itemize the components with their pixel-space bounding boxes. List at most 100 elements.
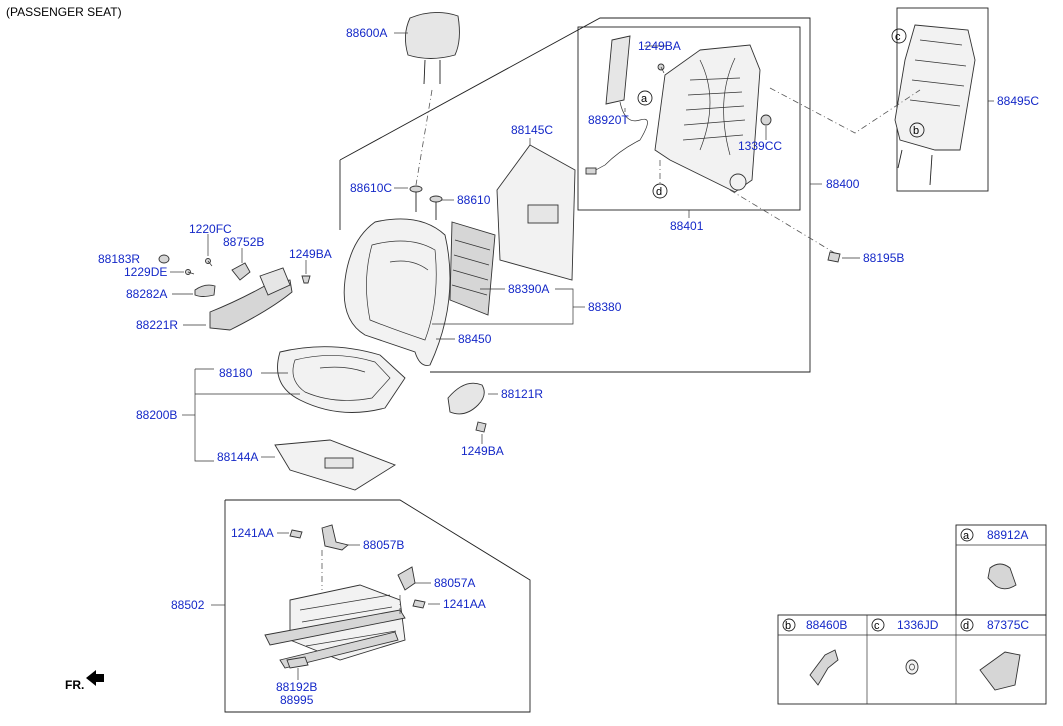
- callout-c-cover: [891, 28, 907, 44]
- legend-letter-c: c: [874, 620, 880, 632]
- seat-back-cover: [894, 24, 976, 186]
- label-88502[interactable]: 88502: [171, 598, 205, 612]
- callout-c-cover-letter: c: [895, 31, 901, 43]
- label-88610C[interactable]: 88610C: [350, 181, 392, 195]
- label-88995[interactable]: 88995: [280, 693, 314, 707]
- bolt-1249BA-top: [657, 63, 665, 74]
- grommet-1336JD-icon: [905, 659, 919, 675]
- label-1249BA-low[interactable]: 1249BA: [461, 444, 504, 458]
- screw-1229DE: [185, 269, 195, 275]
- legend-callout-a: [960, 528, 974, 542]
- label-1249BA-left[interactable]: 1249BA: [289, 247, 332, 261]
- legend-letter-d: d: [963, 620, 969, 632]
- airbag-module: [585, 35, 648, 175]
- handle-88192B: [286, 656, 309, 669]
- legend-letter-a: a: [963, 530, 970, 542]
- label-88920T[interactable]: 88920T: [588, 113, 629, 127]
- knob-88282A: [194, 284, 216, 297]
- seat-pad-88144A: [274, 439, 397, 491]
- legend-part-a[interactable]: 88912A: [987, 528, 1028, 542]
- legend-callout-b: [782, 618, 796, 632]
- front-direction-label: FR.: [65, 678, 84, 692]
- leader-88200B-bracket: [194, 369, 214, 462]
- seatback-frame: [654, 44, 772, 193]
- track-assembly-box: [224, 499, 531, 713]
- label-88390A[interactable]: 88390A: [508, 282, 549, 296]
- clip-88460B-icon: [809, 649, 839, 686]
- legend-table: [777, 524, 1047, 705]
- seat-cushion: [277, 346, 406, 413]
- leader-88380-bracket: [432, 288, 574, 325]
- label-88195B[interactable]: 88195B: [863, 251, 904, 265]
- label-88221R[interactable]: 88221R: [136, 318, 178, 332]
- bracket-88057B: [321, 524, 349, 551]
- label-88610[interactable]: 88610: [457, 193, 491, 207]
- label-88282A[interactable]: 88282A: [126, 287, 167, 301]
- legend-callout-d: [960, 618, 974, 632]
- callout-a-frame: [637, 90, 653, 106]
- dashline-frame-to-cover: [769, 87, 921, 134]
- headrest-guide-88610: [429, 195, 443, 220]
- label-1229DE[interactable]: 1229DE: [124, 265, 167, 279]
- legend-letter-b: b: [785, 620, 791, 632]
- label-88121R[interactable]: 88121R: [501, 387, 543, 401]
- backrest-assembly-outline: [339, 17, 811, 373]
- dashline-88195B: [729, 189, 839, 256]
- bolt-1241AA-a: [289, 529, 303, 539]
- nut-1339CC: [760, 114, 772, 126]
- legend-part-c[interactable]: 1336JD: [897, 618, 939, 632]
- label-88380[interactable]: 88380: [588, 300, 622, 314]
- front-arrow-icon: [86, 670, 104, 686]
- legend-part-d[interactable]: 87375C: [987, 618, 1029, 632]
- bracket-88752B: [231, 262, 251, 281]
- side-cover-88121R: [447, 382, 485, 415]
- back-pad-88390A: [449, 221, 496, 316]
- headrest-guide-88610C: [409, 185, 423, 212]
- diagram-title: (PASSENGER SEAT): [6, 5, 122, 19]
- label-88057A[interactable]: 88057A: [434, 576, 475, 590]
- bolt-1249BA-left: [301, 275, 311, 284]
- label-88600A[interactable]: 88600A: [346, 26, 387, 40]
- callout-d-frame: [652, 183, 668, 199]
- label-88180[interactable]: 88180: [219, 366, 253, 380]
- label-1339CC[interactable]: 1339CC: [738, 139, 782, 153]
- callout-b-cover-letter: b: [913, 125, 919, 137]
- legend-row-bcd: [777, 614, 1047, 705]
- bracket-88057A: [397, 566, 416, 591]
- side-shield-88221R: [209, 267, 293, 331]
- callout-b-cover: [909, 122, 925, 138]
- label-88401[interactable]: 88401: [670, 219, 704, 233]
- label-88200B[interactable]: 88200B: [136, 408, 177, 422]
- callout-a-frame-letter: a: [641, 93, 648, 105]
- label-1241AA-b[interactable]: 1241AA: [443, 597, 486, 611]
- back-board-88145C: [496, 144, 576, 281]
- label-1220FC[interactable]: 1220FC: [189, 222, 232, 236]
- headrest: [405, 12, 460, 85]
- bolt-1249BA-low: [475, 421, 487, 433]
- label-88057B[interactable]: 88057B: [363, 538, 404, 552]
- back-cover-box: [896, 7, 989, 192]
- cap-88183R: [158, 254, 170, 264]
- bolt-88195B: [827, 251, 841, 263]
- label-1241AA-a[interactable]: 1241AA: [231, 526, 274, 540]
- seat-track-frame: [264, 584, 406, 669]
- legend-part-b[interactable]: 88460B: [806, 618, 847, 632]
- label-88495C[interactable]: 88495C: [997, 94, 1039, 108]
- dashline-headrest: [415, 89, 433, 186]
- label-88145C[interactable]: 88145C: [511, 123, 553, 137]
- bolt-1241AA-b: [412, 599, 426, 609]
- label-88400[interactable]: 88400: [826, 177, 860, 191]
- label-88183R[interactable]: 88183R: [98, 252, 140, 266]
- bracket-87375C-icon: [979, 651, 1021, 691]
- label-88192B[interactable]: 88192B: [276, 680, 317, 694]
- label-88144A[interactable]: 88144A: [217, 450, 258, 464]
- screw-1220FC: [205, 258, 213, 267]
- callout-d-frame-letter: d: [656, 186, 662, 198]
- clip-88912A-icon: [987, 563, 1017, 590]
- label-1249BA-top[interactable]: 1249BA: [638, 39, 681, 53]
- label-88450[interactable]: 88450: [458, 332, 492, 346]
- legend-callout-c: [871, 618, 885, 632]
- seatback-cushion: [343, 218, 451, 366]
- label-88752B[interactable]: 88752B: [223, 235, 264, 249]
